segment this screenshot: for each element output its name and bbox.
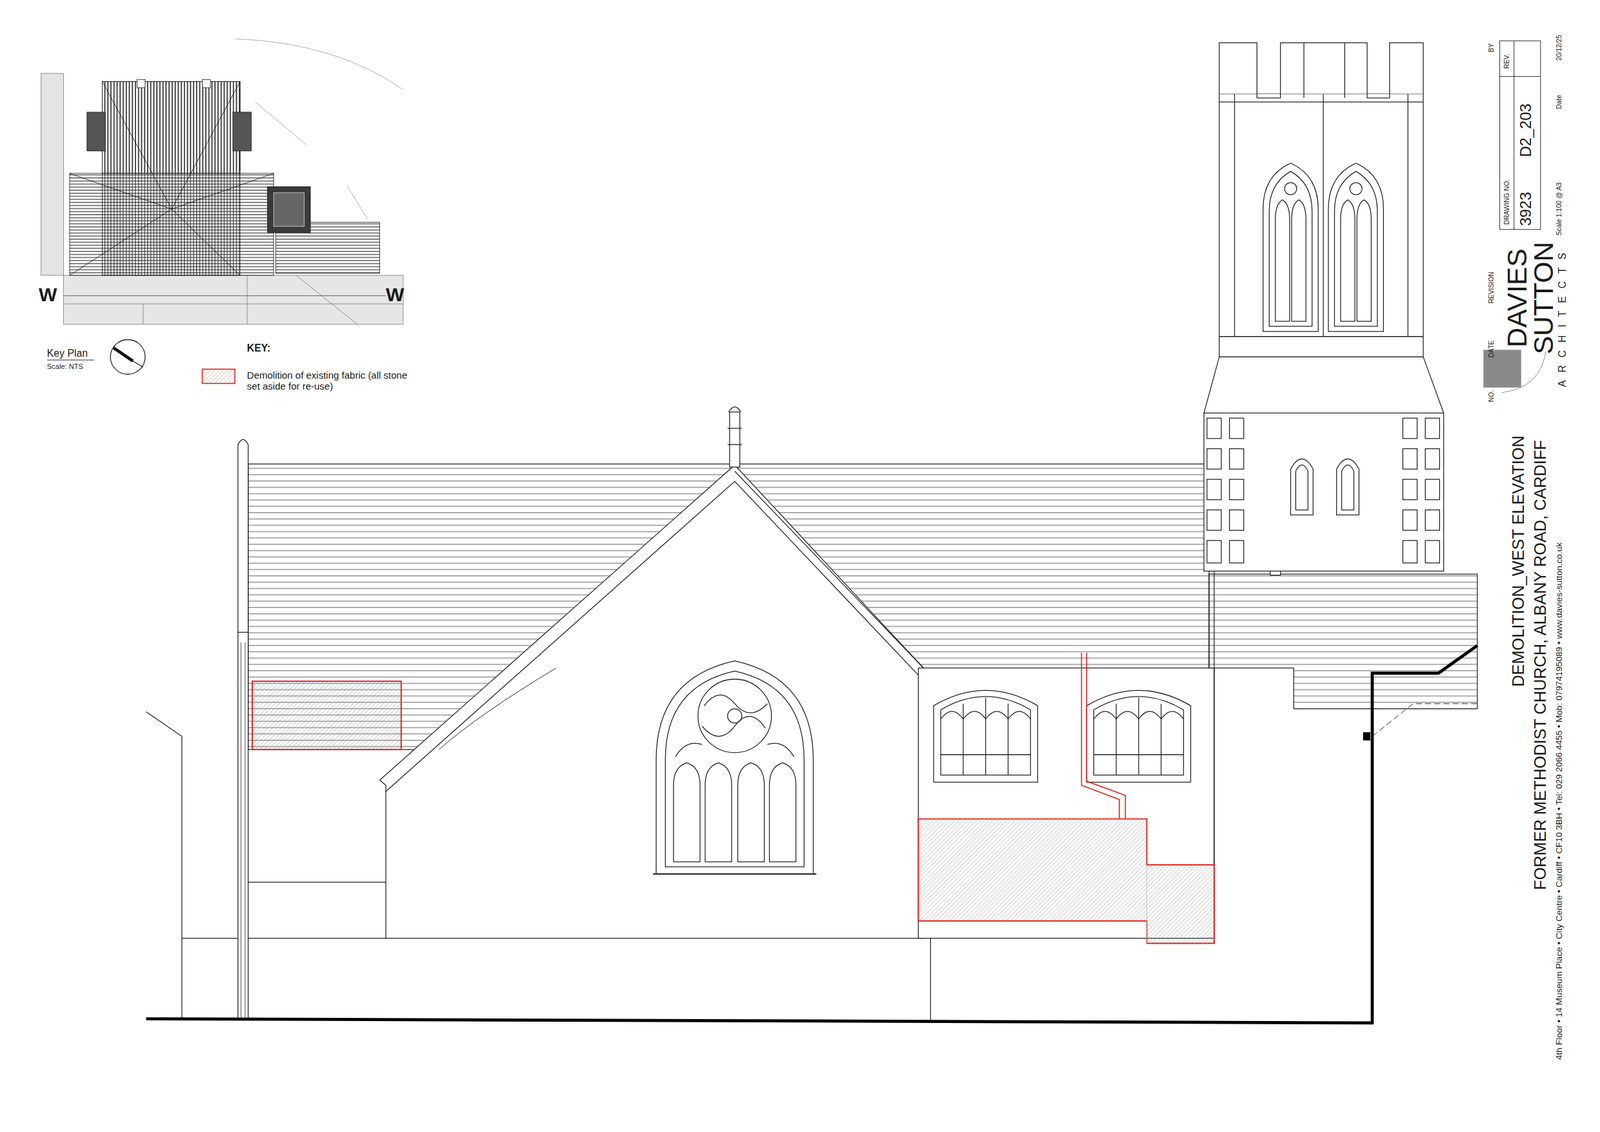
- drawing-title: DEMOLITION_WEST ELEVATION: [1509, 435, 1528, 687]
- hatch-edge: [1146, 865, 1148, 944]
- ground-line: [146, 645, 1478, 1024]
- section-mark: [1363, 732, 1371, 741]
- practice-logo: SUTTON: [1527, 241, 1560, 355]
- legend-swatch: [201, 369, 235, 384]
- legend-text: Demolition of existing fabric (all stone…: [247, 369, 416, 393]
- key-plan: [41, 38, 404, 325]
- table-heading: DRAWING NO.: [1503, 179, 1511, 226]
- scale-note: Scale 1:100 @ A3: [1555, 182, 1564, 237]
- scale-note: Scale: NTS: [47, 362, 84, 371]
- underline: [47, 360, 95, 361]
- north-point: [110, 340, 146, 375]
- date-value: 20/12/25: [1555, 34, 1564, 61]
- table-heading: REV.: [1503, 53, 1511, 69]
- section-marker: W: [385, 283, 404, 307]
- downpipe: [1081, 652, 1126, 820]
- table-heading: Date: [1555, 94, 1564, 110]
- demolition-area: [252, 681, 1215, 944]
- practice-address: 4th Floor • 14 Museum Place • City Centr…: [1554, 542, 1565, 1060]
- table-heading: REVISION: [1487, 271, 1496, 304]
- legend-heading: KEY:: [247, 342, 271, 355]
- table-heading: BY: [1487, 43, 1496, 53]
- table-heading: DATE: [1487, 340, 1496, 359]
- drawing-number: D2_203: [1517, 103, 1535, 158]
- project-title: FORMER METHODIST CHURCH, ALBANY ROAD, CA…: [1531, 440, 1551, 891]
- table-heading: NO.: [1487, 390, 1496, 402]
- drawing-number: 3923: [1517, 192, 1535, 227]
- practice-logo: ARCHITECTS: [1556, 245, 1568, 388]
- hidden-line: [1372, 703, 1478, 737]
- west-elevation: [146, 42, 1478, 1022]
- plan-title: Key Plan: [47, 347, 88, 360]
- section-marker: W: [38, 283, 57, 307]
